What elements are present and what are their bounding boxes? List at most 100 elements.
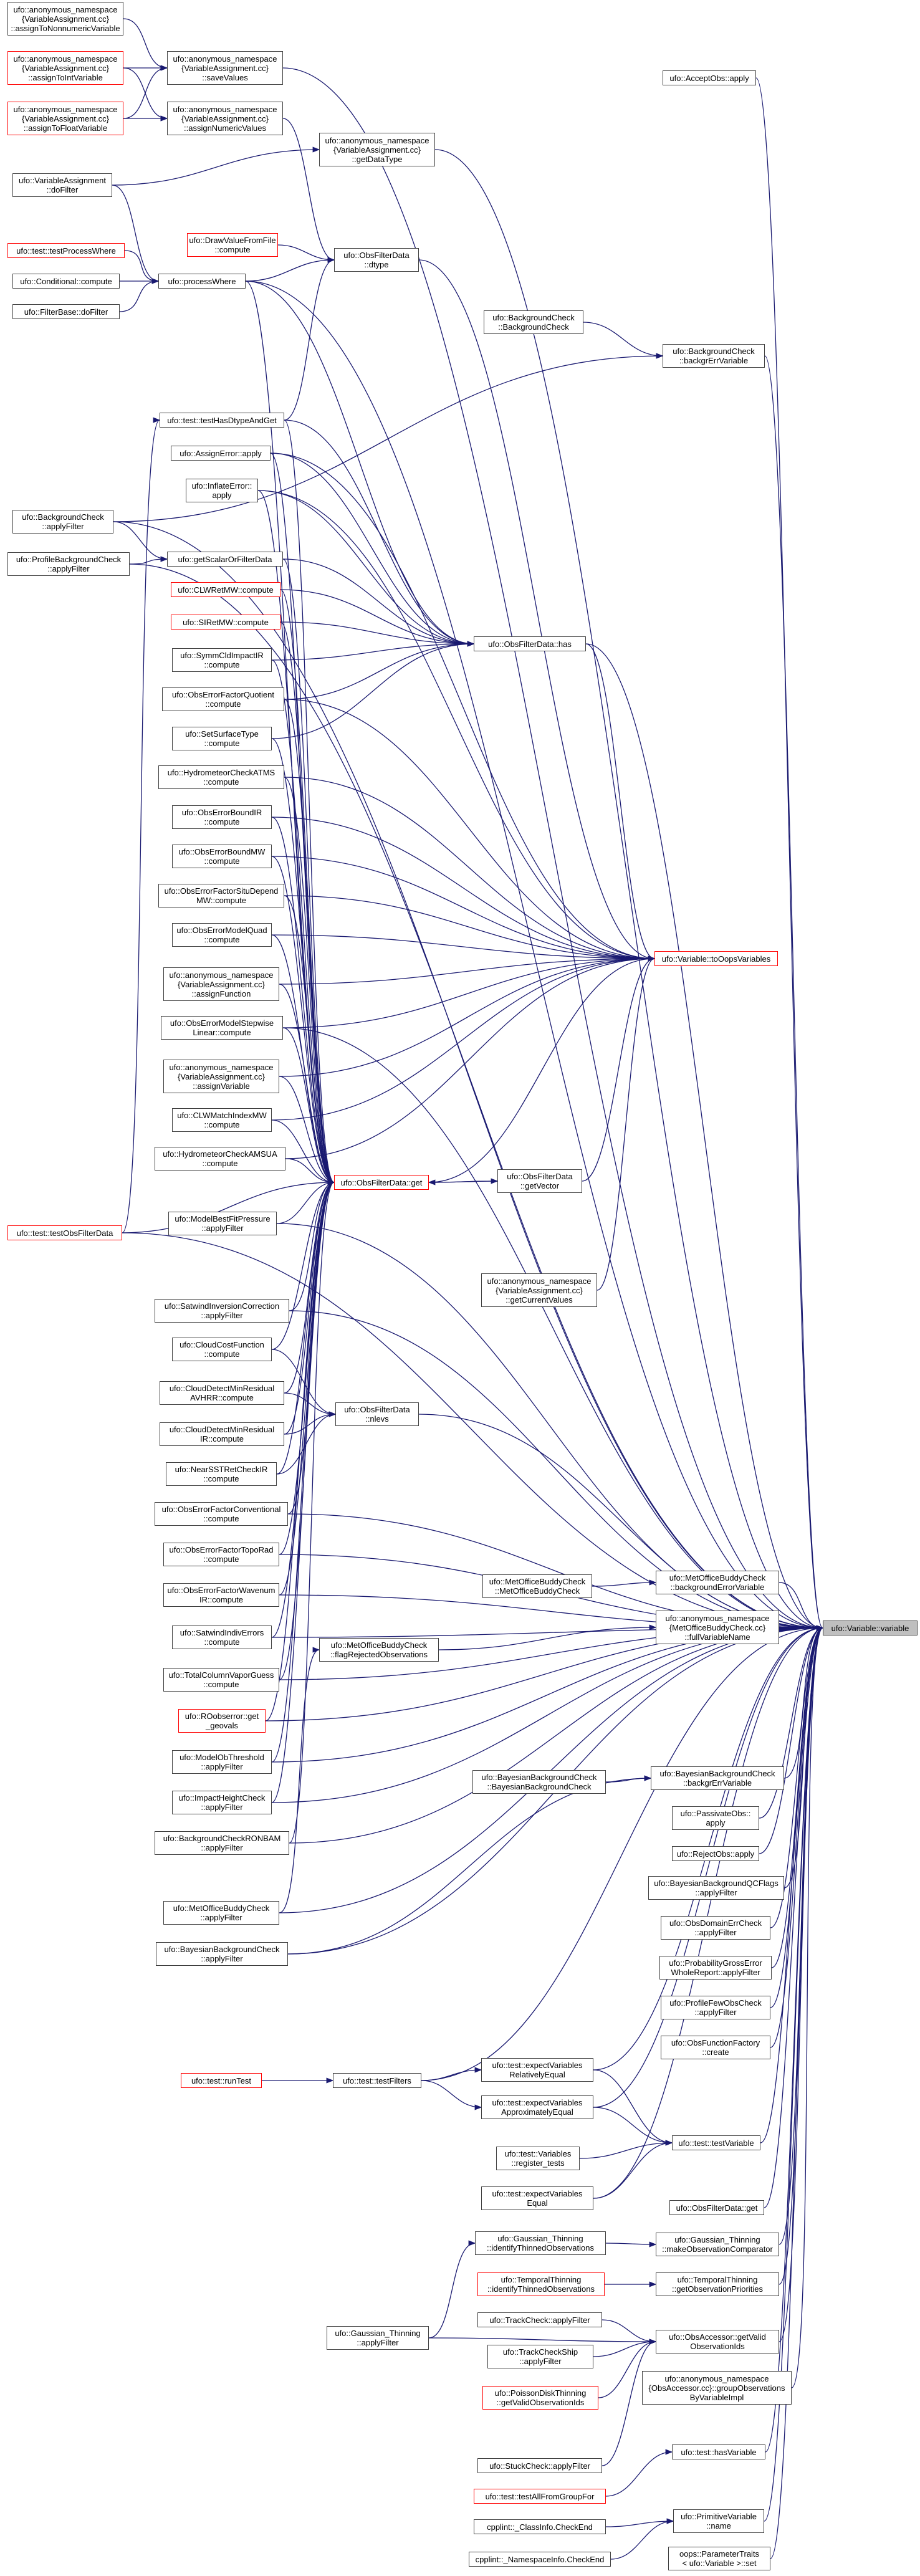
node-group-observations[interactable]: ufo::anonymous_namespace {ObsAccessor.cc… <box>642 2371 792 2405</box>
node-bayesian-background-check-apply[interactable]: ufo::BayesianBackgroundCheck ::applyFilt… <box>156 1942 288 1966</box>
node-track-check[interactable]: ufo::TrackCheck::applyFilter <box>477 2312 602 2327</box>
node-expect-variables-relatively-equal[interactable]: ufo::test::expectVariables RelativelyEqu… <box>481 2058 593 2082</box>
node-obs-function-factory[interactable]: ufo::ObsFunctionFactory ::create <box>661 2036 770 2059</box>
node-inflate-error-apply[interactable]: ufo::InflateError:: apply <box>186 479 258 502</box>
node-obs-error-factor-conventional[interactable]: ufo::ObsErrorFactorConventional ::comput… <box>155 1502 288 1526</box>
node-bayesian-background-check-ctor[interactable]: ufo::BayesianBackgroundCheck ::BayesianB… <box>472 1770 606 1794</box>
node-obs-error-factor-quotient[interactable]: ufo::ObsErrorFactorQuotient ::compute <box>162 687 284 711</box>
node-expect-variables-equal[interactable]: ufo::test::expectVariables Equal <box>481 2186 593 2210</box>
node-test-filters[interactable]: ufo::test::testFilters <box>333 2073 421 2088</box>
node-met-office-buddy-check-apply[interactable]: ufo::MetOfficeBuddyCheck ::applyFilter <box>163 1901 279 1925</box>
node-class-info-check-end[interactable]: cpplint::_ClassInfo.CheckEnd <box>474 2519 606 2534</box>
node-satwind-inversion-correction[interactable]: ufo::SatwindInversionCorrection ::applyF… <box>155 1299 289 1323</box>
node-background-check-ctor[interactable]: ufo::BackgroundCheck ::BackgroundCheck <box>484 310 583 334</box>
node-bayesian-backgr-err-variable[interactable]: ufo::BayesianBackgroundCheck ::backgrErr… <box>651 1766 784 1790</box>
node-has-variable[interactable]: ufo::test::hasVariable <box>672 2444 765 2459</box>
node-test-has-dtype-and-get[interactable]: ufo::test::testHasDtypeAndGet <box>160 413 284 428</box>
node-obs-error-model-stepwise[interactable]: ufo::ObsErrorModelStepwise Linear::compu… <box>161 1016 283 1040</box>
node-model-ob-threshold[interactable]: ufo::ModelObThreshold ::applyFilter <box>172 1750 272 1774</box>
node-expect-variables-approximately-equal[interactable]: ufo::test::expectVariables Approximately… <box>481 2095 593 2119</box>
node-accept-obs-apply[interactable]: ufo::AcceptObs::apply <box>663 70 756 85</box>
node-passivate-obs-apply[interactable]: ufo::PassivateObs:: apply <box>672 1806 759 1830</box>
node-near-sst-ret-check-ir[interactable]: ufo::NearSSTRetCheckIR ::compute <box>166 1462 277 1486</box>
node-test-all-from-group-for[interactable]: ufo::test::testAllFromGroupFor <box>474 2489 606 2504</box>
node-parameter-traits-set[interactable]: oops::ParameterTraits < ufo::Variable >:… <box>668 2547 770 2570</box>
node-profile-background-check[interactable]: ufo::ProfileBackgroundCheck ::applyFilte… <box>7 552 130 576</box>
node-assign-to-nonnumeric-variable[interactable]: ufo::anonymous_namespace {VariableAssign… <box>7 2 123 36</box>
node-obsfilterdata-get[interactable]: ufo::ObsFilterData::get <box>334 1175 429 1190</box>
node-obs-error-factor-topo-rad[interactable]: ufo::ObsErrorFactorTopoRad ::compute <box>163 1543 279 1566</box>
node-test-variable[interactable]: ufo::test::testVariable <box>672 2135 760 2150</box>
node-background-check-backgr-err[interactable]: ufo::BackgroundCheck ::backgrErrVariable <box>663 344 765 368</box>
node-obsfilterdata-nlevs[interactable]: ufo::ObsFilterData ::nlevs <box>335 1402 419 1426</box>
node-test-process-where[interactable]: ufo::test::testProcessWhere <box>7 243 125 258</box>
node-impact-height-check[interactable]: ufo::ImpactHeightCheck ::applyFilter <box>172 1791 272 1814</box>
node-obs-error-bound-ir[interactable]: ufo::ObsErrorBoundIR ::compute <box>172 805 272 829</box>
node-obs-error-bound-mw[interactable]: ufo::ObsErrorBoundMW ::compute <box>172 845 272 868</box>
node-poisson-disk-thinning[interactable]: ufo::PoissonDiskThinning ::getValidObser… <box>482 2386 598 2410</box>
node-get-data-type[interactable]: ufo::anonymous_namespace {VariableAssign… <box>319 133 435 166</box>
node-total-column-vapor-guess[interactable]: ufo::TotalColumnVaporGuess ::compute <box>163 1668 279 1692</box>
node-hydrometeor-check-atms[interactable]: ufo::HydrometeorCheckATMS ::compute <box>158 765 284 789</box>
node-obs-error-model-quad[interactable]: ufo::ObsErrorModelQuad ::compute <box>172 923 272 947</box>
node-obsfilterdata-dtype[interactable]: ufo::ObsFilterData ::dtype <box>334 248 419 272</box>
node-clwretmw-compute[interactable]: ufo::CLWRetMW::compute <box>171 582 280 597</box>
node-gaussian-thinning-comparator[interactable]: ufo::Gaussian_Thinning ::makeObservation… <box>656 2233 779 2256</box>
node-cloud-cost-function[interactable]: ufo::CloudCostFunction ::compute <box>172 1338 272 1361</box>
node-satwind-indiv-errors[interactable]: ufo::SatwindIndivErrors ::compute <box>172 1626 272 1649</box>
node-background-check-apply-filter[interactable]: ufo::BackgroundCheck ::applyFilter <box>12 510 113 534</box>
node-variable-variable[interactable]: ufo::Variable::variable <box>823 1621 918 1635</box>
node-temporal-thinning-priorities[interactable]: ufo::TemporalThinning ::getObservationPr… <box>656 2272 779 2296</box>
node-temporal-thinning-identify[interactable]: ufo::TemporalThinning ::identifyThinnedO… <box>477 2272 605 2296</box>
node-flag-rejected-observations[interactable]: ufo::MetOfficeBuddyCheck ::flagRejectedO… <box>319 1638 439 1662</box>
node-background-check-ronbam[interactable]: ufo::BackgroundCheckRONBAM ::applyFilter <box>155 1831 289 1855</box>
node-save-values[interactable]: ufo::anonymous_namespace {VariableAssign… <box>167 51 283 85</box>
node-assign-numeric-values[interactable]: ufo::anonymous_namespace {VariableAssign… <box>167 102 283 135</box>
node-obs-error-factor-situ-depend[interactable]: ufo::ObsErrorFactorSituDepend MW::comput… <box>158 884 284 907</box>
node-assign-variable[interactable]: ufo::anonymous_namespace {VariableAssign… <box>163 1060 279 1093</box>
node-variables-register-tests[interactable]: ufo::test::Variables ::register_tests <box>496 2147 580 2170</box>
node-ro-obserror-get-geovals[interactable]: ufo::ROobserror::get _geovals <box>178 1709 266 1733</box>
node-run-test[interactable]: ufo::test::runTest <box>181 2073 262 2088</box>
node-reject-obs-apply[interactable]: ufo::RejectObs::apply <box>672 1846 759 1861</box>
node-get-scalar-or-filter-data[interactable]: ufo::getScalarOrFilterData <box>167 552 283 567</box>
node-clw-match-index-mw[interactable]: ufo::CLWMatchIndexMW ::compute <box>172 1108 272 1132</box>
node-draw-value-from-file[interactable]: ufo::DrawValueFromFile ::compute <box>187 233 278 257</box>
node-test-obs-filter-data[interactable]: ufo::test::testObsFilterData <box>7 1225 122 1240</box>
node-obs-domain-err-check[interactable]: ufo::ObsDomainErrCheck ::applyFilter <box>661 1916 770 1940</box>
node-full-variable-name[interactable]: ufo::anonymous_namespace {MetOfficeBuddy… <box>656 1611 779 1644</box>
node-get-current-values[interactable]: ufo::anonymous_namespace {VariableAssign… <box>481 1273 597 1307</box>
node-stuck-check[interactable]: ufo::StuckCheck::applyFilter <box>477 2458 602 2473</box>
node-background-error-variable[interactable]: ufo::MetOfficeBuddyCheck ::backgroundErr… <box>656 1571 779 1594</box>
node-set-surface-type[interactable]: ufo::SetSurfaceType ::compute <box>172 727 272 750</box>
node-assign-to-float-variable[interactable]: ufo::anonymous_namespace {VariableAssign… <box>7 102 123 135</box>
node-bayesian-background-qc-flags[interactable]: ufo::BayesianBackgroundQCFlags ::applyFi… <box>648 1876 784 1900</box>
node-obsfilterdata-get-vector[interactable]: ufo::ObsFilterData ::getVector <box>497 1169 582 1193</box>
node-assign-function[interactable]: ufo::anonymous_namespace {VariableAssign… <box>163 967 279 1001</box>
node-assign-to-int-variable[interactable]: ufo::anonymous_namespace {VariableAssign… <box>7 51 123 85</box>
node-conditional-compute[interactable]: ufo::Conditional::compute <box>12 274 120 289</box>
node-obs-accessor-get-valid-ids[interactable]: ufo::ObsAccessor::getValid ObservationId… <box>656 2330 779 2353</box>
node-namespace-info-check-end[interactable]: cpplint::_NamespaceInfo.CheckEnd <box>469 2552 611 2567</box>
node-model-best-fit-pressure[interactable]: ufo::ModelBestFitPressure ::applyFilter <box>168 1212 277 1235</box>
node-probability-gross-error[interactable]: ufo::ProbabilityGrossError WholeReport::… <box>659 1956 772 1980</box>
node-obsfilterdata-get-2[interactable]: ufo::ObsFilterData::get <box>669 2200 764 2215</box>
node-cloud-detect-avhrr[interactable]: ufo::CloudDetectMinResidual AVHRR::compu… <box>160 1381 284 1405</box>
node-hydrometeor-check-amsua[interactable]: ufo::HydrometeorCheckAMSUA ::compute <box>155 1147 285 1171</box>
node-met-office-buddy-check-ctor[interactable]: ufo::MetOfficeBuddyCheck ::MetOfficeBudd… <box>482 1574 592 1598</box>
node-symm-cld-impact-ir[interactable]: ufo::SymmCldImpactIR ::compute <box>172 648 272 672</box>
node-filterbase-dofilter[interactable]: ufo::FilterBase::doFilter <box>12 304 120 319</box>
node-assign-error-apply[interactable]: ufo::AssignError::apply <box>171 446 271 461</box>
node-variable-assignment-dofilter[interactable]: ufo::VariableAssignment ::doFilter <box>12 173 112 197</box>
node-obsfilterdata-has[interactable]: ufo::ObsFilterData::has <box>474 636 586 651</box>
node-siretmw-compute[interactable]: ufo::SIRetMW::compute <box>171 615 280 630</box>
node-gaussian-thinning-apply[interactable]: ufo::Gaussian_Thinning ::applyFilter <box>327 2326 429 2350</box>
node-gaussian-thinning-identify[interactable]: ufo::Gaussian_Thinning ::identifyThinned… <box>475 2231 606 2255</box>
node-track-check-ship[interactable]: ufo::TrackCheckShip ::applyFilter <box>487 2345 593 2368</box>
node-profile-few-obs-check[interactable]: ufo::ProfileFewObsCheck ::applyFilter <box>661 1996 770 2019</box>
node-primitive-variable-name[interactable]: ufo::PrimitiveVariable ::name <box>673 2509 764 2533</box>
node-obs-error-factor-wavenum[interactable]: ufo::ObsErrorFactorWavenum IR::compute <box>163 1583 279 1607</box>
node-to-oops-variables[interactable]: ufo::Variable::toOopsVariables <box>654 951 778 966</box>
node-process-where[interactable]: ufo::processWhere <box>158 274 246 289</box>
node-cloud-detect-ir[interactable]: ufo::CloudDetectMinResidual IR::compute <box>160 1422 284 1446</box>
